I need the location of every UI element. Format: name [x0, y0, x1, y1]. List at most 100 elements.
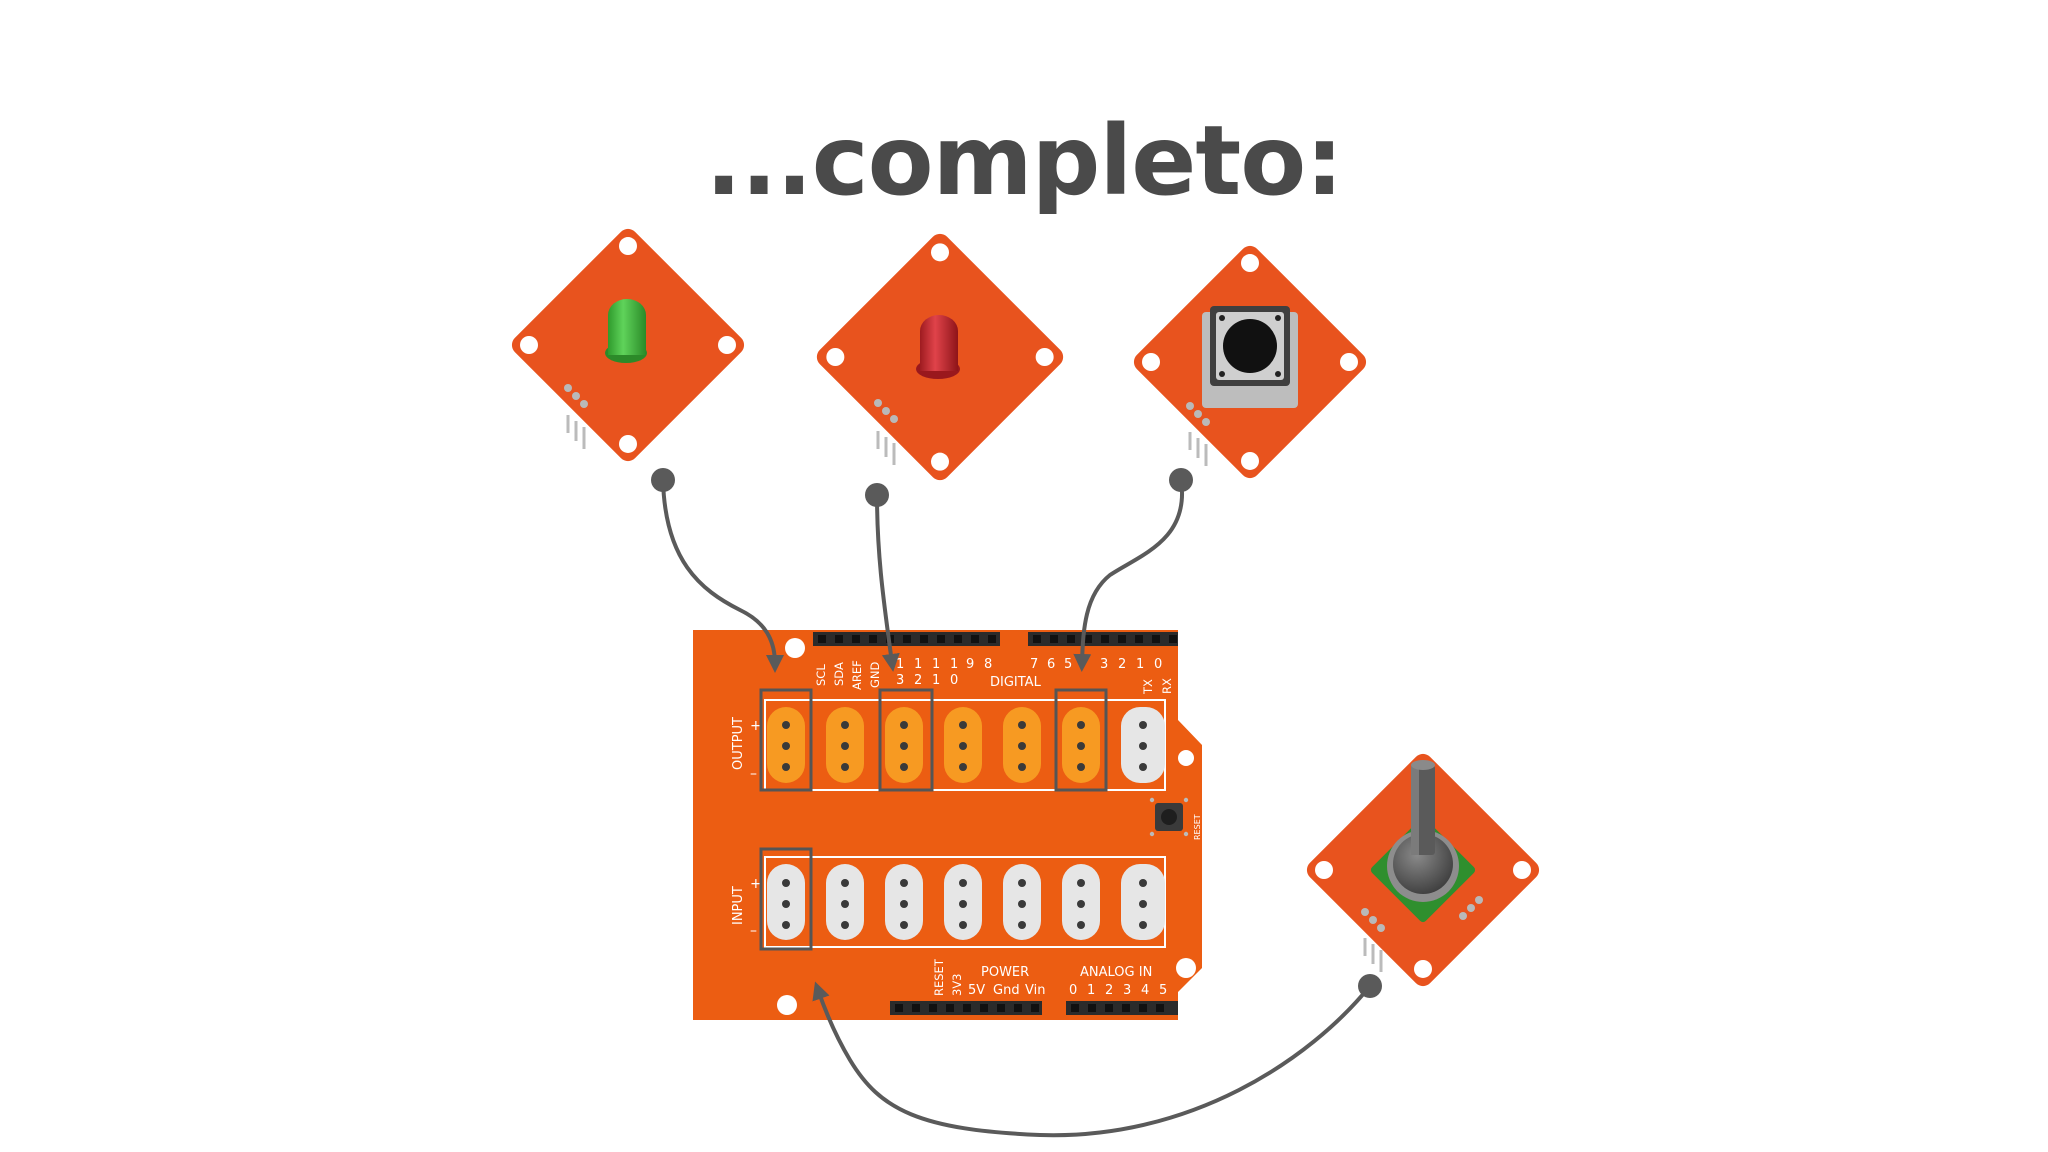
header-pin-hole: [1139, 1004, 1147, 1012]
header-pin-hole: [1071, 1004, 1079, 1012]
input-connector-I3[interactable]: [944, 864, 982, 940]
reset-button-label: RESET: [1193, 814, 1202, 840]
header-pin-hole: [971, 635, 979, 643]
wire-green-led-to-O0: [651, 468, 784, 673]
output-connector-O5[interactable]: [1062, 707, 1100, 783]
page-title: ...completo:: [705, 105, 1343, 217]
digital-label: DIGITAL: [990, 675, 1042, 690]
output-connectors: [767, 707, 1165, 783]
input-connector-I5[interactable]: [1062, 864, 1100, 940]
header-pin-hole: [1122, 1004, 1130, 1012]
rx-label: RX: [1160, 678, 1174, 694]
analog-pin-1: 1: [1087, 983, 1095, 998]
header-pin-hole: [1118, 635, 1126, 643]
highlight-input-I0: [759, 847, 813, 951]
digital-pin-5: 5: [1064, 657, 1072, 672]
green-led-module: [511, 228, 745, 462]
digital-pin-3: 3: [1100, 657, 1108, 672]
header-pin-hole: [1152, 635, 1160, 643]
header-pin-hole: [929, 1004, 937, 1012]
reset-button[interactable]: [1149, 797, 1189, 837]
mounting-hole: [1176, 958, 1196, 978]
header-pin-hole: [1088, 1004, 1096, 1012]
header-pin-hole: [963, 1004, 971, 1012]
input-plus-sign: +: [750, 876, 762, 892]
highlight-output-O0: [759, 688, 813, 792]
header-pin-hole: [1101, 635, 1109, 643]
output-label: OUTPUT: [731, 717, 746, 770]
analog-pin-2: 2: [1105, 983, 1113, 998]
digital-pin-8: 8: [984, 657, 992, 672]
digital-pin-9: 9: [966, 657, 974, 672]
output-connector-O2[interactable]: [885, 707, 923, 783]
digital-pin-7: 7: [1030, 657, 1038, 672]
header-pin-hole: [920, 635, 928, 643]
input-connector-I4[interactable]: [1003, 864, 1041, 940]
output-connector-O1[interactable]: [826, 707, 864, 783]
digital-pin-11-tens: 1: [932, 657, 940, 672]
mounting-hole: [785, 638, 805, 658]
digital-pin-12-tens: 1: [914, 657, 922, 672]
header-pin-hole: [903, 635, 911, 643]
power-pin-vin: Vin: [1025, 983, 1045, 998]
input-connector-I2[interactable]: [885, 864, 923, 940]
module-pins: [1361, 896, 1483, 972]
header-pin-hole: [997, 1004, 1005, 1012]
analog-pin-3: 3: [1123, 983, 1131, 998]
wire-potentiometer-to-I0: [812, 974, 1382, 1138]
mounting-hole: [777, 995, 797, 1015]
module-pins: [874, 399, 898, 465]
output-connector-O3[interactable]: [944, 707, 982, 783]
input-connector-I6[interactable]: [1121, 864, 1165, 940]
header-pin-hole: [1050, 635, 1058, 643]
digital-pin-10-tens: 1: [950, 657, 958, 672]
pin-label-sda: SDA: [832, 662, 846, 686]
power-label: POWER: [981, 965, 1029, 980]
header-pin-hole: [1033, 635, 1041, 643]
pin-label-scl: SCL: [814, 664, 828, 686]
header-pin-hole: [1169, 635, 1177, 643]
header-pin-hole: [818, 635, 826, 643]
green-led-icon: [605, 299, 647, 363]
potentiometer-knob-icon: [1370, 760, 1476, 923]
digital-pin-6: 6: [1047, 657, 1055, 672]
power-pin-gnd: Gnd: [993, 983, 1020, 998]
output-connector-O0[interactable]: [767, 707, 805, 783]
power-pin-5v: 5V: [968, 983, 985, 998]
tinkerkit-shield-board: SCL SDA AREF GND 1 1 1 1 3 2 1 0 9 8 7 6…: [693, 630, 1202, 1020]
header-pin-hole: [1135, 635, 1143, 643]
digital-pin-0: 0: [1154, 657, 1162, 672]
highlight-output-O5: [1054, 688, 1108, 792]
tx-label: TX: [1141, 679, 1155, 695]
header-pin-hole: [954, 635, 962, 643]
pin-label-gnd: GND: [868, 661, 882, 688]
digital-pin-12-units: 2: [914, 673, 922, 688]
red-led-module: [816, 233, 1064, 481]
header-pin-hole: [937, 635, 945, 643]
input-connectors: [767, 864, 1165, 940]
header-pin-hole: [869, 635, 877, 643]
output-minus-sign: –: [750, 766, 757, 782]
power-pin-3v3: 3V3: [950, 973, 964, 996]
input-connector-I0[interactable]: [767, 864, 805, 940]
output-connector-O6[interactable]: [1121, 707, 1165, 783]
wire-red-led-to-O2: [865, 483, 900, 672]
mounting-hole: [1178, 750, 1194, 766]
input-label: INPUT: [731, 886, 746, 925]
header-pin-hole: [988, 635, 996, 643]
analog-pin-0: 0: [1069, 983, 1077, 998]
pushbutton-module: [1133, 245, 1367, 479]
output-connector-O4[interactable]: [1003, 707, 1041, 783]
header-pin-hole: [912, 1004, 920, 1012]
power-pin-reset: RESET: [932, 958, 946, 996]
red-led-icon: [916, 315, 960, 379]
digital-pin-10-units: 0: [950, 673, 958, 688]
digital-pin-13-units: 3: [896, 673, 904, 688]
header-pin-hole: [980, 1004, 988, 1012]
header-pin-hole: [852, 635, 860, 643]
wire-pushbutton-to-O5: [1073, 468, 1193, 672]
header-pin-hole: [1105, 1004, 1113, 1012]
input-connector-I1[interactable]: [826, 864, 864, 940]
header-pin-hole: [1084, 635, 1092, 643]
